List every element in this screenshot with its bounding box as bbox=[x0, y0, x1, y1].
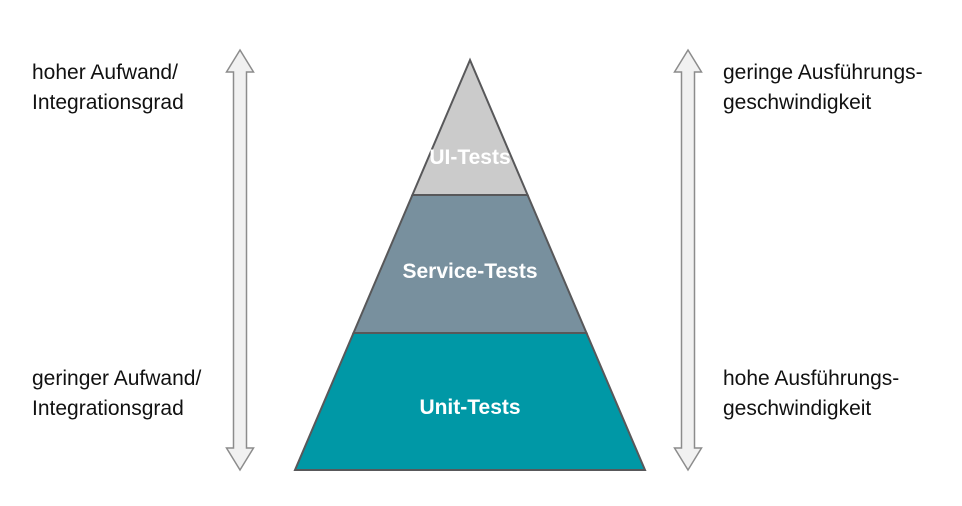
annotation-left-bottom: geringer Aufwand/ Integrationsgrad bbox=[32, 364, 201, 424]
annotation-right-top-line2: geschwindigkeit bbox=[723, 91, 872, 114]
annotation-right-bottom-line1: hohe Ausführungs- bbox=[723, 367, 900, 390]
pyramid-layer-unit-tests bbox=[293, 332, 647, 471]
service-tests-label: Service-Tests bbox=[402, 260, 538, 283]
pyramid bbox=[293, 57, 647, 471]
annotation-right-bottom-line2: geschwindigkeit bbox=[723, 397, 872, 420]
annotation-left-top-line2: Integrationsgrad bbox=[32, 91, 184, 114]
ui-tests-label: UI-Tests bbox=[429, 146, 511, 169]
annotation-left-bottom-line1: geringer Aufwand/ bbox=[32, 367, 202, 390]
left-double-arrow-icon bbox=[225, 48, 255, 472]
unit-tests-label: Unit-Tests bbox=[419, 396, 521, 419]
pyramid-layer-ui-tests bbox=[410, 57, 530, 196]
annotation-right-top-line1: geringe Ausführungs- bbox=[723, 61, 923, 84]
annotation-left-top: hoher Aufwand/ Integrationsgrad bbox=[32, 58, 184, 118]
annotation-right-top: geringe Ausführungs- geschwindigkeit bbox=[723, 58, 923, 118]
right-double-arrow-icon bbox=[673, 48, 703, 472]
left-arrow-group bbox=[225, 48, 255, 472]
annotation-left-top-line1: hoher Aufwand/ bbox=[32, 61, 178, 84]
annotation-right-bottom: hohe Ausführungs- geschwindigkeit bbox=[723, 364, 899, 424]
annotation-left-bottom-line2: Integrationsgrad bbox=[32, 397, 184, 420]
right-arrow-group bbox=[673, 48, 703, 472]
